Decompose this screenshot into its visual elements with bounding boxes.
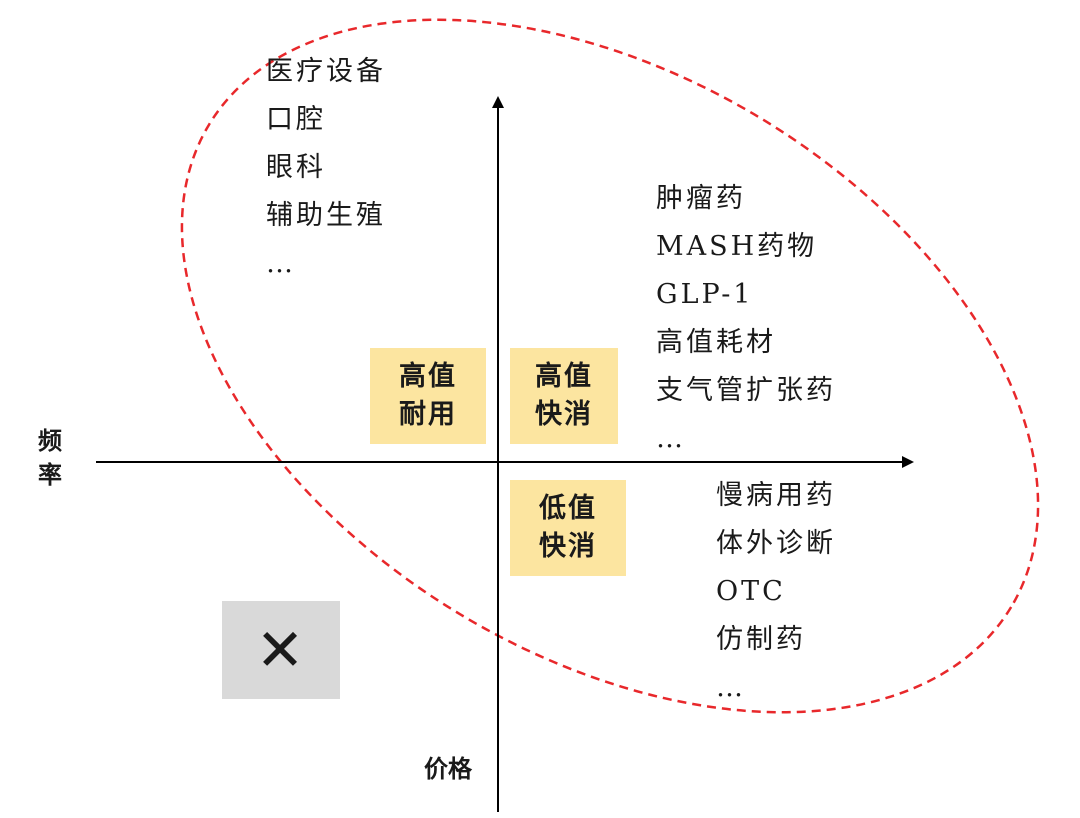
high-value-durable-box: 高值 耐用 <box>370 348 486 444</box>
list-item: … <box>656 423 686 454</box>
list-item: 体外诊断 <box>716 528 836 559</box>
high-value-durable-list: 医疗设备 口腔 眼科 辅助生殖 … <box>266 48 386 288</box>
list-item: 眼科 <box>266 152 326 183</box>
low-value-fast-list: 慢病用药 体外诊断 OTC 仿制药 … <box>716 472 836 712</box>
price-axis-label: 价格 <box>424 754 472 783</box>
list-item: 口腔 <box>266 104 326 135</box>
cross-icon: ✕ <box>255 616 307 684</box>
excluded-quadrant-box: ✕ <box>222 601 340 699</box>
list-item: GLP-1 <box>656 279 754 310</box>
list-item: OTC <box>716 576 786 607</box>
list-item: MASH药物 <box>656 231 818 262</box>
list-item: 支气管扩张药 <box>656 375 836 406</box>
list-item: 慢病用药 <box>716 480 836 511</box>
high-value-fast-box: 高值 快消 <box>510 348 618 444</box>
high-value-fast-list: 肿瘤药 MASH药物 GLP-1 高值耗材 支气管扩张药 … <box>656 175 836 463</box>
dashed-ellipse <box>180 18 1040 714</box>
list-item: … <box>266 248 296 279</box>
list-item: 医疗设备 <box>266 56 386 87</box>
list-item: … <box>716 672 746 703</box>
list-item: 辅助生殖 <box>266 200 386 231</box>
frequency-axis-label: 频 率 <box>38 426 62 489</box>
low-value-fast-box: 低值 快消 <box>510 480 626 576</box>
list-item: 仿制药 <box>716 624 806 655</box>
list-item: 高值耗材 <box>656 327 776 358</box>
list-item: 肿瘤药 <box>656 183 746 214</box>
